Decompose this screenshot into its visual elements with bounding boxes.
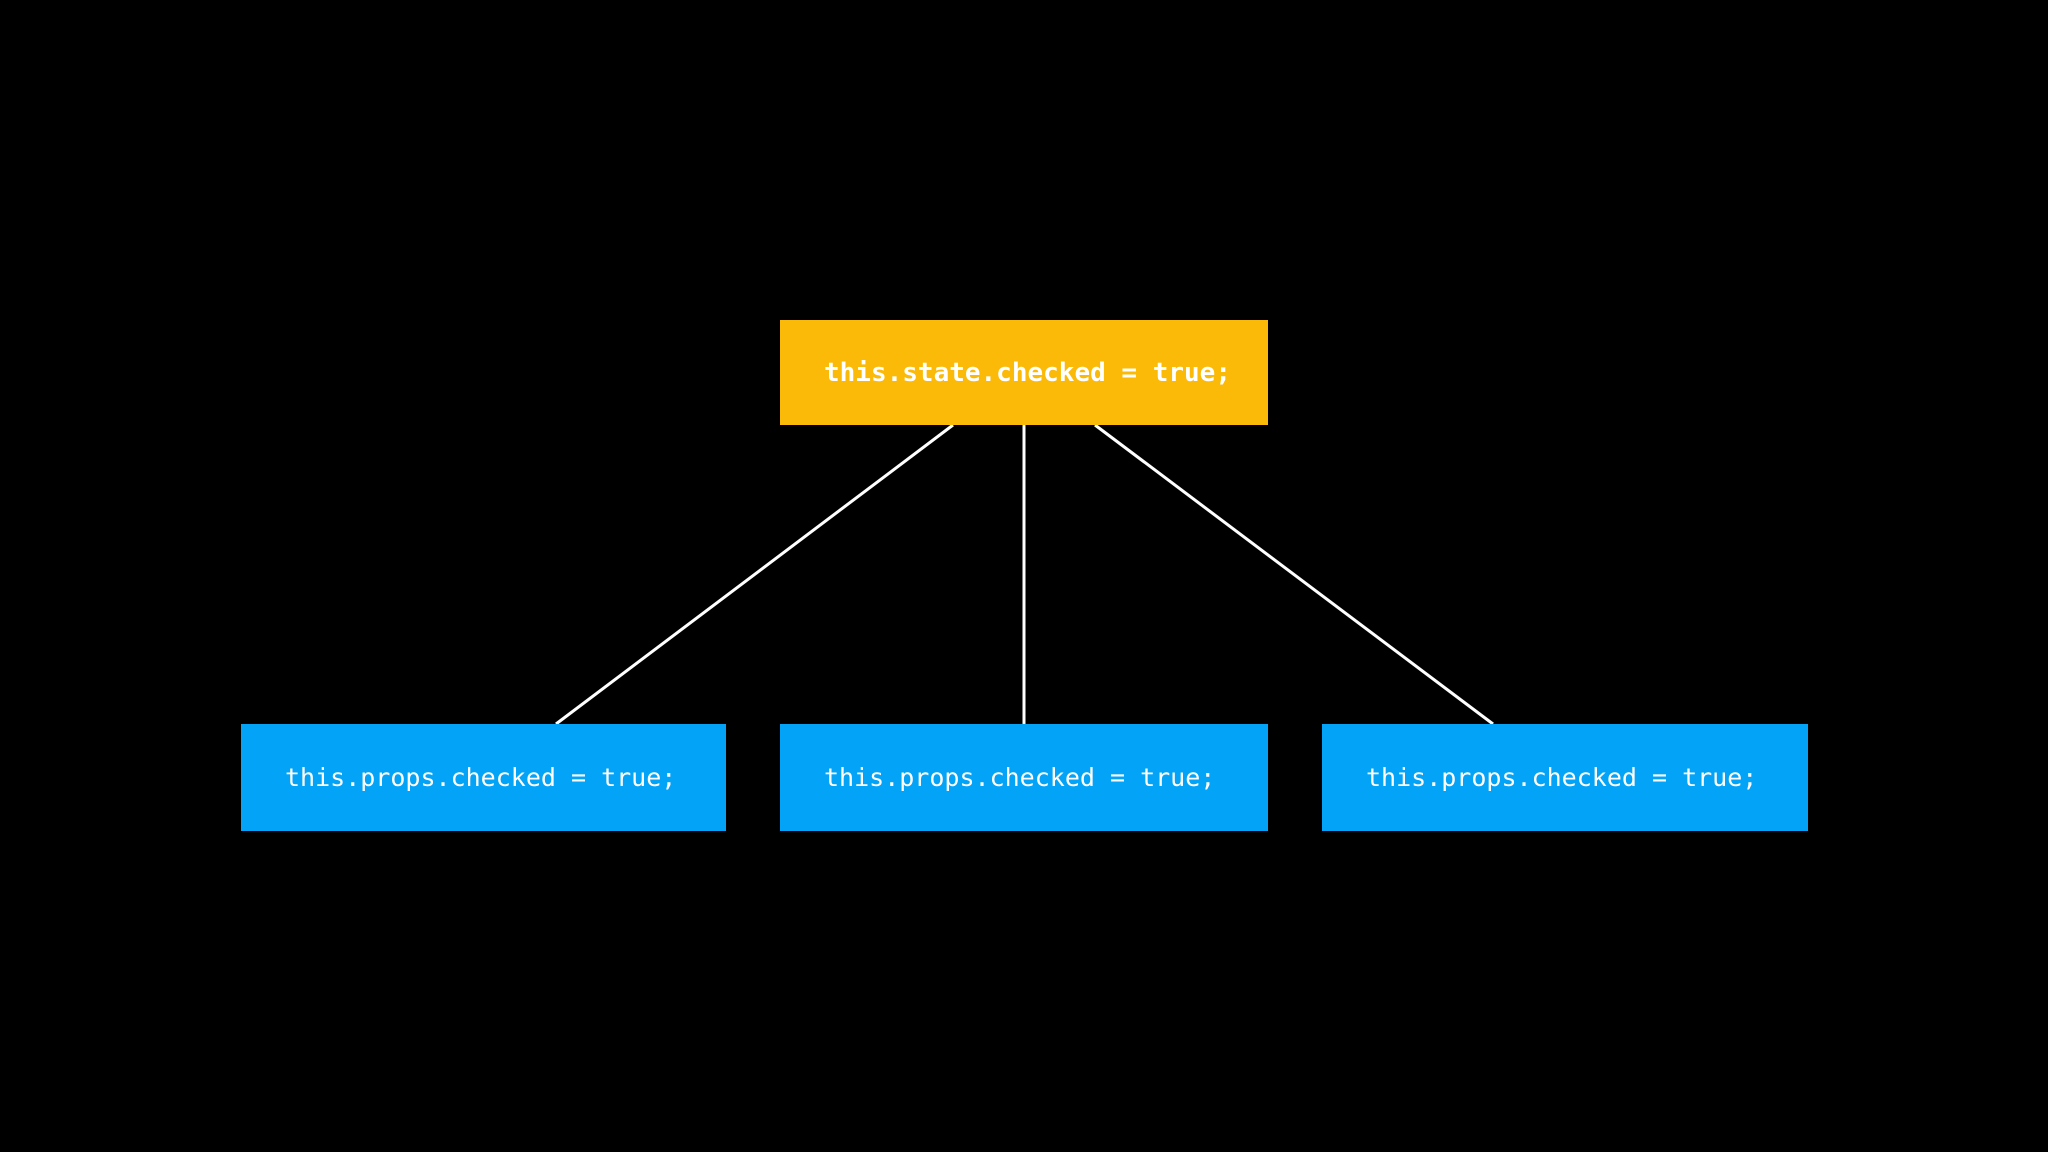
edge-root-to-child-0 [555, 423, 954, 726]
state-node[interactable]: this.state.checked = true; [780, 320, 1268, 425]
props-node-right[interactable]: this.props.checked = true; [1322, 724, 1808, 831]
edge-root-to-child-2 [1094, 423, 1494, 726]
state-node-label: this.state.checked = true; [824, 357, 1231, 388]
props-node-center[interactable]: this.props.checked = true; [780, 724, 1268, 831]
props-node-center-label: this.props.checked = true; [824, 763, 1216, 792]
props-node-left-label: this.props.checked = true; [285, 763, 677, 792]
props-node-right-label: this.props.checked = true; [1366, 763, 1758, 792]
props-node-left[interactable]: this.props.checked = true; [241, 724, 726, 831]
